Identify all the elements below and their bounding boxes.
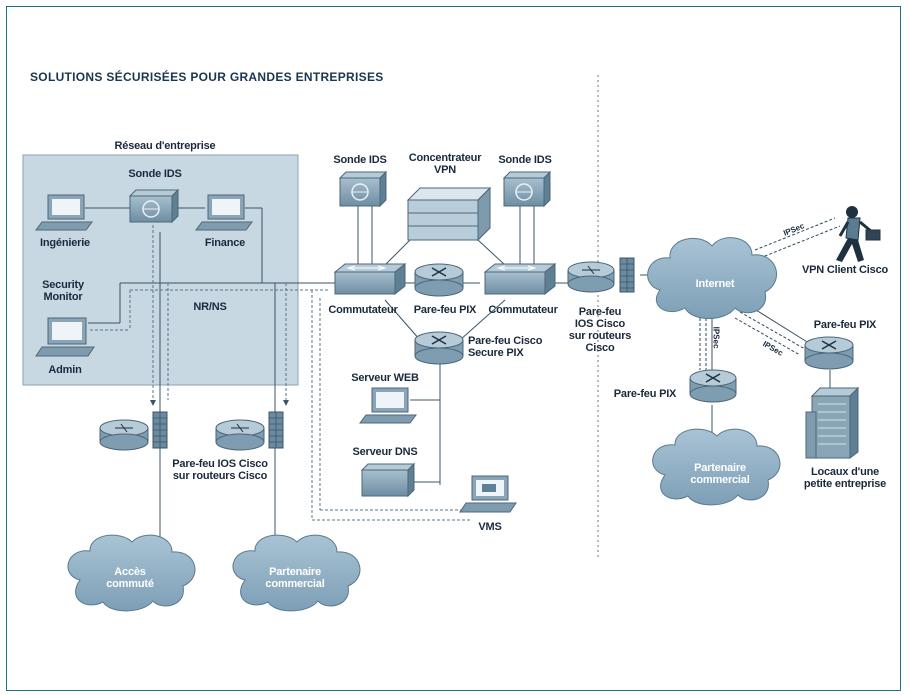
security-monitor-label: Security Monitor [42, 279, 84, 303]
finance-label: Finance [204, 237, 246, 249]
cisco-secure-pix-label: Pare-feu Cisco Secure PIX [468, 335, 543, 359]
ids-probe-enterprise-label: Sonde IDS [128, 168, 182, 180]
vpn-concentrator-icon [406, 186, 492, 242]
ids-probe-left-label: Sonde IDS [333, 154, 387, 166]
pix-firewall-office-icon [804, 336, 854, 370]
vpn-client-traveler-icon [836, 206, 881, 262]
ios-router-bottom-right-icon [215, 411, 284, 451]
dialup-cloud-icon [67, 534, 196, 612]
network-links [85, 205, 831, 545]
finance-pc-icon [195, 194, 253, 231]
dialup-label: Accès commuté [106, 566, 154, 590]
nrns-label: NR/NS [193, 301, 227, 313]
pix-firewall-icon [414, 263, 464, 297]
ios-router-bottom-left-icon [99, 411, 168, 451]
dns-server-icon [360, 462, 416, 498]
small-office-building-icon [805, 386, 860, 459]
small-office-label: Locaux d'une petite entreprise [803, 466, 887, 490]
engineering-label: Ingénierie [40, 237, 90, 249]
vpn-concentrator-label: Concentrateur VPN [408, 152, 482, 176]
ids-probe-right-label: Sonde IDS [498, 154, 552, 166]
ids-sensor-icon [128, 188, 180, 224]
pix-firewall-office-label: Pare-feu PIX [813, 319, 877, 331]
admin-label: Admin [48, 364, 82, 376]
pix-firewall-partner-label: Pare-feu PIX [613, 388, 677, 400]
engineering-pc-icon [35, 194, 93, 231]
monitoring-links [90, 225, 470, 521]
ios-router-right-icon [567, 257, 635, 293]
partner-cloud-right-icon [652, 428, 781, 506]
pix-firewall-partner-icon [689, 369, 737, 403]
vms-label: VMS [478, 521, 502, 533]
switch-left-label: Commutateur [328, 304, 398, 316]
internet-cloud-icon [647, 237, 777, 319]
admin-pc-icon [35, 317, 95, 357]
partner-cloud-left-icon [232, 534, 361, 612]
ios-firewall-right-label: Pare-feu IOS Cisco sur routeurs Cisco [568, 306, 632, 354]
vms-workstation-icon [459, 475, 517, 513]
partner-right-label: Partenaire commercial [690, 462, 750, 486]
switch-left-icon [333, 262, 407, 296]
switch-right-icon [483, 262, 557, 296]
ipsec-label-partner: IPSec [711, 326, 721, 349]
ipsec-tunnels [699, 217, 841, 370]
enterprise-network-label: Réseau d'entreprise [114, 140, 216, 152]
pix-firewall-label: Pare-feu PIX [413, 304, 477, 316]
internet-label: Internet [695, 278, 735, 290]
page-title: SOLUTIONS SÉCURISÉES POUR GRANDES ENTREP… [30, 70, 384, 84]
web-server-label: Serveur WEB [351, 372, 419, 384]
ids-sensor-left-icon [338, 170, 388, 208]
web-server-icon [359, 387, 417, 424]
ids-sensor-right-icon [502, 170, 552, 208]
cisco-secure-pix-icon [414, 331, 464, 365]
partner-left-label: Partenaire commercial [265, 566, 325, 590]
dns-server-label: Serveur DNS [352, 446, 418, 458]
switch-right-label: Commutateur [488, 304, 558, 316]
vpn-client-label: VPN Client Cisco [801, 264, 889, 276]
ios-firewall-bottom-label: Pare-feu IOS Cisco sur routeurs Cisco [172, 458, 268, 482]
